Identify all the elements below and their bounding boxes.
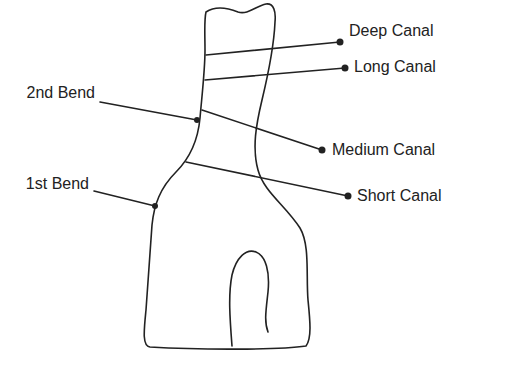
leader-dot: [337, 39, 344, 46]
leader-dot: [152, 203, 158, 209]
deep-canal-line: [206, 42, 340, 55]
second-bend-leader: [100, 102, 197, 120]
part-label: Long Canal: [352, 58, 438, 76]
first-bend-leader: [94, 191, 155, 206]
leader-dot: [194, 117, 200, 123]
long-canal-line: [205, 68, 345, 80]
leader-dot: [319, 147, 326, 154]
canal-outline: [144, 4, 310, 349]
part-label: Medium Canal: [330, 141, 437, 159]
part-label: Deep Canal: [347, 22, 436, 40]
leader-dot: [345, 193, 352, 200]
bend-label: 2nd Bend: [24, 84, 97, 102]
part-label: Short Canal: [355, 187, 444, 205]
bend-label: 1st Bend: [24, 175, 91, 193]
medium-canal-line: [202, 110, 322, 150]
leader-dot: [342, 65, 349, 72]
short-canal-line: [186, 162, 348, 196]
inner-contour: [230, 251, 269, 346]
